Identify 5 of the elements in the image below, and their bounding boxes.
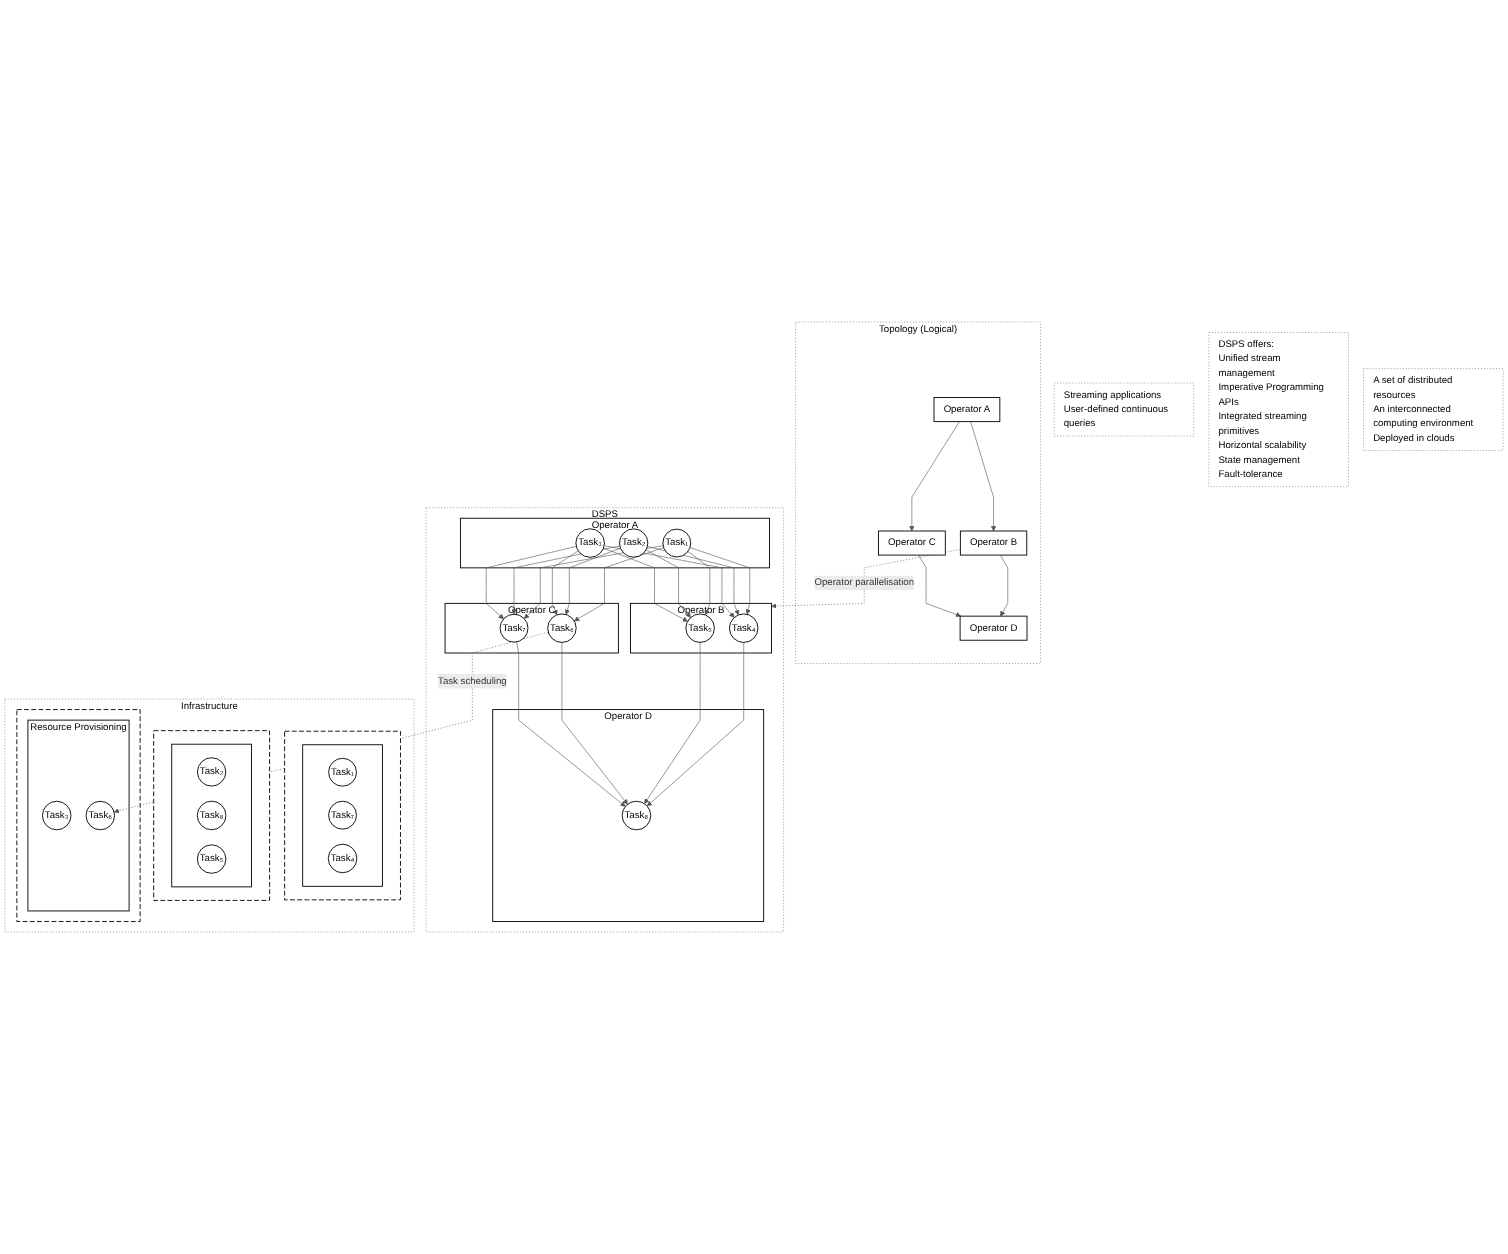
cluster bbox=[16, 709, 141, 922]
cluster bbox=[153, 730, 271, 901]
cluster bbox=[171, 743, 252, 888]
cluster bbox=[302, 744, 383, 887]
cluster bbox=[284, 730, 401, 901]
